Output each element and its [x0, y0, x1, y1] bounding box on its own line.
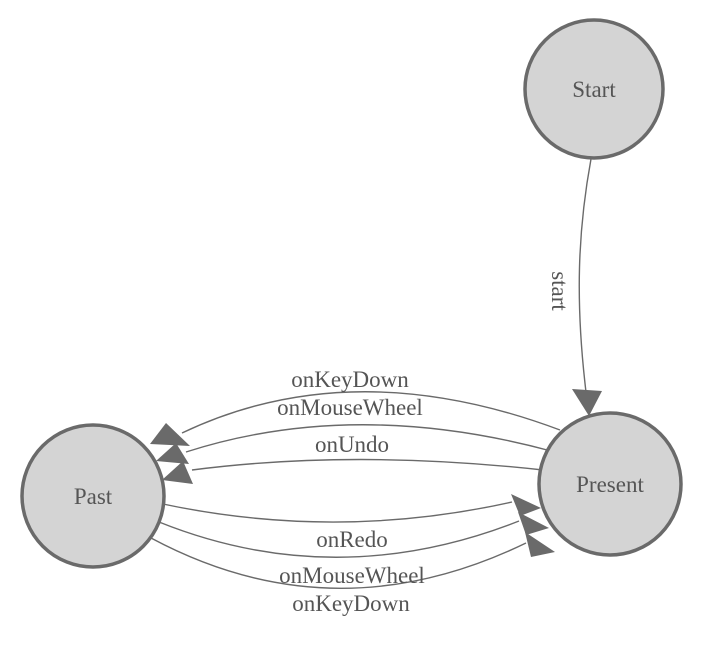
state-circle-present[interactable] — [537, 411, 683, 557]
arrowhead-icon — [518, 512, 549, 535]
edge-past-to-present-onredo[interactable] — [162, 501, 513, 523]
edge-label-onundo: onUndo — [315, 432, 389, 457]
node-label-start: Start — [572, 77, 616, 102]
edge-label-start: start — [547, 271, 572, 311]
edge-past-to-present-onmousewheel[interactable] — [158, 520, 520, 558]
state-node-past[interactable]: Past — [20, 423, 166, 569]
edge-label-onmousewheel-bottom: onMouseWheel — [279, 563, 425, 588]
arrowhead-icon — [511, 494, 541, 516]
edge-label-onmousewheel-top: onMouseWheel — [277, 395, 423, 420]
state-circle-start[interactable] — [523, 18, 665, 160]
node-label-past: Past — [74, 484, 113, 509]
edge-start-to-present[interactable] — [578, 158, 592, 393]
state-node-present[interactable]: Present — [537, 411, 683, 557]
arrowhead-icon — [150, 423, 190, 446]
state-circle-past[interactable] — [20, 423, 166, 569]
edge-label-onredo: onRedo — [316, 527, 388, 552]
arrowhead-icon — [525, 532, 555, 557]
edge-present-to-past-onundo[interactable] — [191, 458, 544, 471]
arrowhead-icon — [572, 389, 602, 416]
arrowhead-icon — [156, 443, 189, 464]
edge-past-to-present-onkeydown[interactable] — [150, 537, 527, 589]
edge-label-onkeydown-top: onKeyDown — [291, 367, 409, 392]
state-node-start[interactable]: Start — [523, 18, 665, 160]
node-label-present: Present — [576, 472, 644, 497]
edge-label-onkeydown-bottom: onKeyDown — [292, 591, 410, 616]
edge-present-to-past-onkeydown[interactable] — [181, 391, 561, 434]
arrowhead-icon — [162, 461, 193, 484]
edge-present-to-past-onmousewheel[interactable] — [185, 424, 552, 453]
